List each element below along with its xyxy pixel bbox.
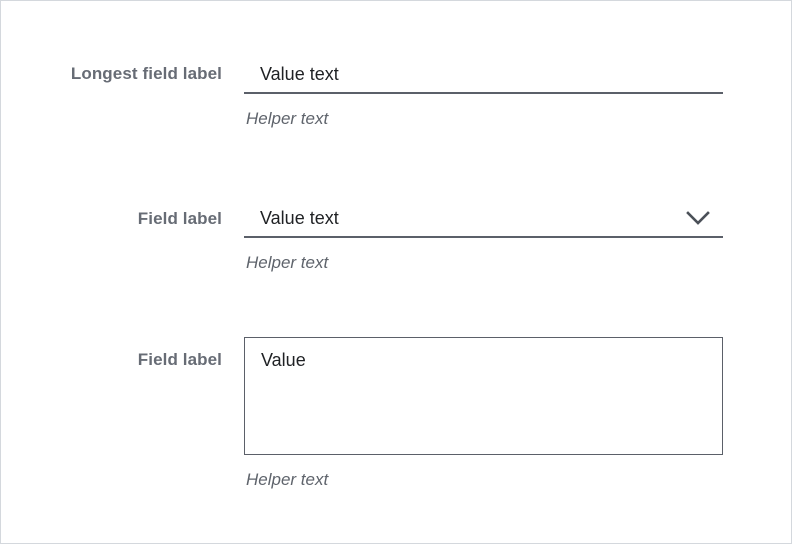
helper-text-1: Helper text	[246, 109, 329, 128]
form-field-text: Longest field label Helper text	[48, 63, 723, 130]
field-label-longest: Longest field label	[70, 64, 222, 83]
select-wrapper[interactable]	[244, 207, 723, 238]
text-input[interactable]	[244, 63, 723, 94]
helper-text-3: Helper text	[246, 470, 329, 489]
field-control-text: Helper text	[244, 63, 723, 130]
helper-text-2: Helper text	[246, 253, 329, 272]
field-label-textarea: Field label	[137, 350, 222, 369]
form-field-select: Field label Helper text	[48, 207, 723, 274]
form-field-textarea: Field label Helper text	[48, 337, 723, 491]
select-input[interactable]	[244, 207, 723, 238]
textarea-input[interactable]	[244, 337, 723, 455]
field-control-select: Helper text	[244, 207, 723, 274]
field-label-select: Field label	[137, 209, 222, 228]
field-control-textarea: Helper text	[244, 337, 723, 491]
